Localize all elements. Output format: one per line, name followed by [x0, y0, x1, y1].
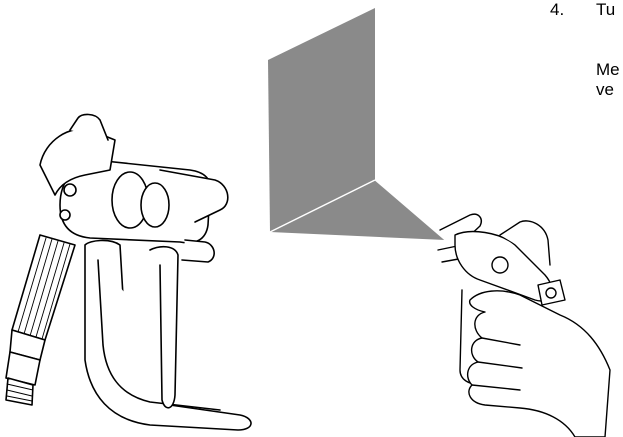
step-body-line: Me: [596, 60, 620, 79]
step-body-line: ve: [596, 80, 614, 99]
step-number: 4.: [550, 0, 565, 19]
wall-corner-icon: [268, 8, 446, 241]
step-body: Me ve: [596, 60, 620, 100]
spray-gun-icon: [5, 113, 252, 431]
spray-gun-in-hand-icon: [437, 213, 611, 437]
step-title: Tu: [596, 0, 616, 19]
